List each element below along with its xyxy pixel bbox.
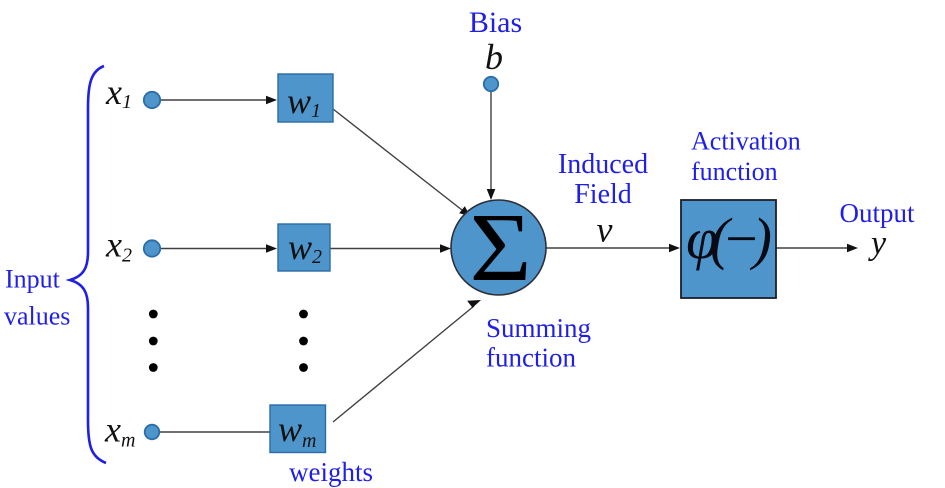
svg-text:Induced: Induced (558, 149, 648, 180)
svg-text:b: b (485, 37, 503, 77)
svg-text:Input: Input (5, 265, 61, 294)
svg-text:Bias: Bias (469, 6, 522, 39)
svg-text:Output: Output (839, 198, 915, 228)
svg-text:φ(−): φ(−) (686, 206, 771, 271)
svg-text:xm: xm (104, 410, 135, 452)
svg-text:values: values (4, 302, 70, 331)
svg-text:x1: x1 (105, 72, 132, 113)
svg-text:v: v (597, 210, 613, 250)
svg-text:function: function (486, 343, 576, 373)
svg-text:Σ: Σ (470, 194, 532, 302)
svg-text:weights: weights (289, 457, 373, 487)
svg-text:y: y (868, 225, 887, 262)
svg-text:Activation: Activation (691, 127, 801, 156)
svg-text:Field: Field (574, 179, 632, 210)
svg-text:Summing: Summing (486, 313, 591, 343)
svg-text:function: function (691, 157, 778, 186)
svg-text:x2: x2 (105, 225, 132, 267)
